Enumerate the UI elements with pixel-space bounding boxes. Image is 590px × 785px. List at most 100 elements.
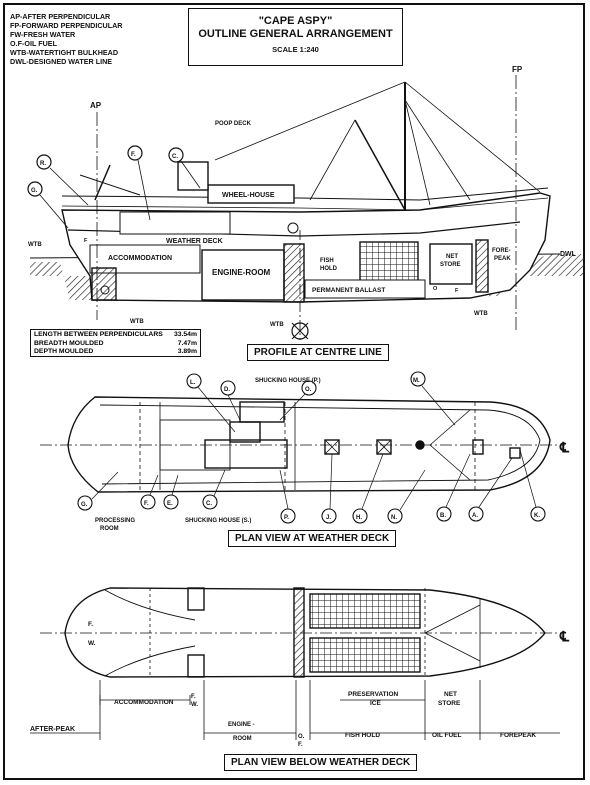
- shucking-house-inner: [204, 439, 288, 469]
- dimension-row: LENGTH BETWEEN PERPENDICULARS 33.54m: [34, 331, 197, 340]
- mast-step: [415, 440, 425, 450]
- profile-view: [27, 75, 585, 340]
- engine-room-label-2: ROOM: [233, 736, 252, 742]
- net-store-label-2: STORE: [438, 700, 461, 707]
- dimension-label: LENGTH BETWEEN PERPENDICULARS: [34, 331, 163, 338]
- title-block: "CAPE ASPY" OUTLINE GENERAL ARRANGEMENT …: [188, 8, 403, 66]
- dimension-row: BREADTH MOULDED 7.47m: [34, 340, 197, 349]
- drawing-scale: SCALE 1:240: [272, 45, 319, 54]
- wtb-label: WTB: [474, 311, 488, 317]
- preservation-ice-label-1: PRESERVATION: [348, 691, 399, 698]
- dimension-row: DEPTH MOULDED 3.89m: [34, 348, 197, 357]
- drawing-frame: [3, 3, 585, 780]
- poop-deck-house: [177, 161, 209, 191]
- propeller: [100, 285, 110, 295]
- legend-line: DWL-DESIGNED WATER LINE: [10, 57, 113, 66]
- engine-bulkhead-lower: [293, 587, 305, 678]
- callout-o-marker: [301, 380, 317, 396]
- callout-c: C.: [206, 501, 212, 507]
- permanent-ballast-label: PERMANENT BALLAST: [312, 287, 385, 294]
- callout-f-marker: [127, 145, 143, 161]
- oil-fuel-label: OIL FUEL: [432, 732, 462, 739]
- callout-m-marker: [410, 371, 426, 387]
- o-label: O: [433, 286, 438, 292]
- accommodation-label: ACCOMMODATION: [108, 255, 172, 262]
- callout-g: G.: [81, 502, 88, 508]
- wtb-label: WTB: [270, 322, 284, 328]
- ice-grid-bottom: [309, 637, 421, 673]
- net-store-label-1: NET: [446, 254, 458, 260]
- callout-e-marker: [163, 494, 179, 510]
- net-store-label-1: NET: [444, 691, 457, 698]
- wheel-house-label: WHEEL-HOUSE: [222, 192, 275, 199]
- plan-below-heading: PLAN VIEW BELOW WEATHER DECK: [224, 754, 418, 771]
- below-deck-outline: [64, 587, 546, 678]
- stay-fore: [404, 81, 541, 193]
- callout-p: P.: [284, 515, 289, 521]
- callout-f: F.: [131, 152, 136, 158]
- drawing-title: OUTLINE GENERAL ARRANGEMENT: [198, 28, 393, 40]
- dwl-label: DWL: [560, 251, 577, 258]
- hatch-h: [376, 439, 392, 455]
- processing-room-label-2: ROOM: [100, 526, 119, 532]
- callout-r: R.: [40, 161, 46, 167]
- callout-g-marker: [27, 181, 43, 197]
- callout-h-marker: [352, 508, 368, 524]
- callout-f2-marker: [140, 494, 156, 510]
- principal-dimensions: LENGTH BETWEEN PERPENDICULARS 33.54m BRE…: [30, 329, 201, 357]
- callout-l-marker: [186, 373, 202, 389]
- abbreviation-legend: AP-AFTER PERPENDICULAR FP-FORWARD PERPEN…: [10, 12, 122, 66]
- deck-outline: [67, 396, 551, 493]
- upper-deck-box: [229, 421, 261, 443]
- callout-m: M.: [413, 378, 420, 384]
- wheel-house: [207, 184, 295, 204]
- plan-below-labels: ℄ F. W. ACCOMMODATION F. W. O. F. AFTER-…: [30, 621, 570, 748]
- callout-j: J.: [326, 515, 331, 521]
- porthole: [287, 222, 299, 234]
- dimension-value: 33.54m: [173, 331, 197, 338]
- callout-l: L.: [190, 380, 196, 386]
- aft-boom: [79, 174, 141, 196]
- forepeak-hatch: [475, 239, 489, 293]
- permanent-ballast: [304, 279, 426, 299]
- dimension-value: 7.47m: [177, 339, 197, 347]
- legend-line: O.F-OIL FUEL: [10, 39, 57, 48]
- callout-d: D.: [224, 387, 230, 393]
- inner-bulwark: [99, 404, 541, 485]
- accommodation-label: ACCOMMODATION: [114, 699, 174, 706]
- wtb-label: WTB: [28, 242, 42, 248]
- fp-label: FP: [512, 65, 523, 74]
- fore-peak-label-1: FORE-: [492, 248, 511, 254]
- callout-j-marker: [321, 508, 337, 524]
- after-peak-hatch: [91, 267, 117, 301]
- shucking-house-p: [239, 401, 285, 423]
- centre-line-symbol: ℄: [559, 628, 570, 644]
- callout-o: O.: [305, 387, 312, 393]
- callout-n: N.: [391, 515, 397, 521]
- callout-h: H.: [356, 515, 362, 521]
- dimension-value: 3.89m: [177, 348, 197, 355]
- callout-g: G.: [31, 188, 38, 194]
- fw-w-label: W.: [88, 640, 96, 647]
- hatch-a: [509, 447, 521, 459]
- fw-tank-top: [187, 587, 205, 611]
- callout-c2-marker: [202, 494, 218, 510]
- legend-line: WTB-WATERTIGHT BULKHEAD: [10, 48, 119, 57]
- legend-line: FP-FORWARD PERPENDICULAR: [10, 21, 123, 30]
- legend-line: AP-AFTER PERPENDICULAR: [10, 12, 111, 21]
- engine-room-label: ENGINE-ROOM: [212, 268, 271, 277]
- forepeak-label: FOREPEAK: [500, 732, 536, 739]
- f-label: F: [455, 288, 459, 294]
- legend-line: FW-FRESH WATER: [10, 30, 76, 39]
- stay-2: [404, 99, 471, 201]
- fish-hold-grid: [359, 241, 419, 283]
- midship-symbol: [291, 322, 309, 340]
- afterpeak-curves: [104, 589, 196, 677]
- processing-room-label-1: PROCESSING: [95, 518, 135, 524]
- centre-line-symbol: ℄: [559, 439, 570, 455]
- bow-lines: [429, 409, 471, 481]
- callout-k: K.: [534, 513, 540, 519]
- callout-b-marker: [436, 506, 452, 522]
- vessel-name: "CAPE ASPY": [258, 15, 333, 27]
